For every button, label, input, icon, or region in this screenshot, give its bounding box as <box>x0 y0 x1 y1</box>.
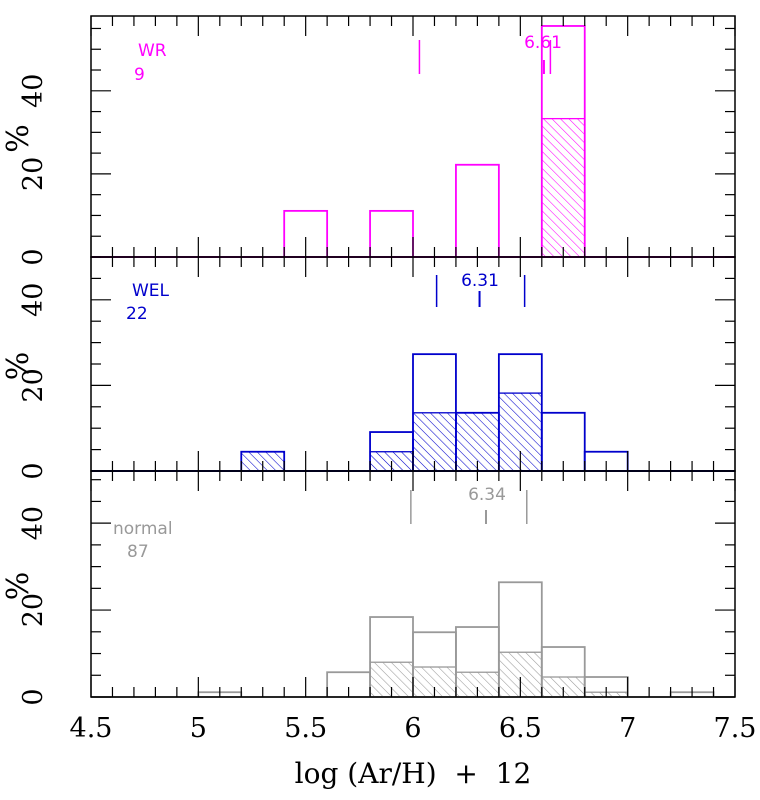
panel-normal: 0 20 40% normal 87 6.34 <box>1 470 736 706</box>
x-tick-label: 5.5 <box>284 713 327 744</box>
x-axis-title: log (Ar/H) + 12 <box>295 757 532 790</box>
x-tick-label: 7 <box>619 713 636 744</box>
y-axis-title: % <box>1 124 36 153</box>
sample-count: 87 <box>127 542 149 562</box>
median-label: 6.31 <box>461 271 499 291</box>
panel-WEL: 0 20 40% WEL 22 6.31 <box>1 256 736 480</box>
histogram-bar <box>455 163 500 258</box>
y-axis-title: % <box>1 572 36 601</box>
x-tick-label: 6 <box>404 713 421 744</box>
y-tick-label: 0 <box>18 248 49 265</box>
x-tick-label: 4.5 <box>70 713 113 744</box>
sample-label: WEL <box>132 281 170 301</box>
sample-label: normal <box>113 519 173 539</box>
y-tick-label: 20 <box>18 368 49 402</box>
y-tick-label: 40 <box>18 283 49 317</box>
median-label: 6.34 <box>468 485 506 505</box>
median-label: 6.61 <box>524 33 562 53</box>
y-tick-label: 0 <box>18 688 49 705</box>
panels-group: 0 20 40% WR 9 6.61 0 20 40% WEL 22 6.31 0 20 40% normal… <box>1 15 736 706</box>
panel-WR: 0 20 40% WR 9 6.61 <box>1 15 736 266</box>
sample-count: 9 <box>134 65 145 85</box>
y-tick-label: 20 <box>18 593 49 627</box>
y-tick-label: 0 <box>18 462 49 479</box>
x-tick-label: 6.5 <box>499 713 542 744</box>
y-tick-label: 20 <box>18 157 49 191</box>
x-tick-label: 5 <box>190 713 207 744</box>
y-tick-label: 40 <box>18 506 49 540</box>
sample-label: WR <box>138 41 167 61</box>
y-tick-label: 40 <box>18 74 49 108</box>
hatched-bar <box>541 117 586 258</box>
y-axis-title: % <box>1 352 36 381</box>
sample-count: 22 <box>126 304 148 324</box>
x-tick-label: 7.5 <box>714 713 757 744</box>
x-axis: 4.5 5 5.5 6 6.5 7 7.5 <box>70 713 757 744</box>
